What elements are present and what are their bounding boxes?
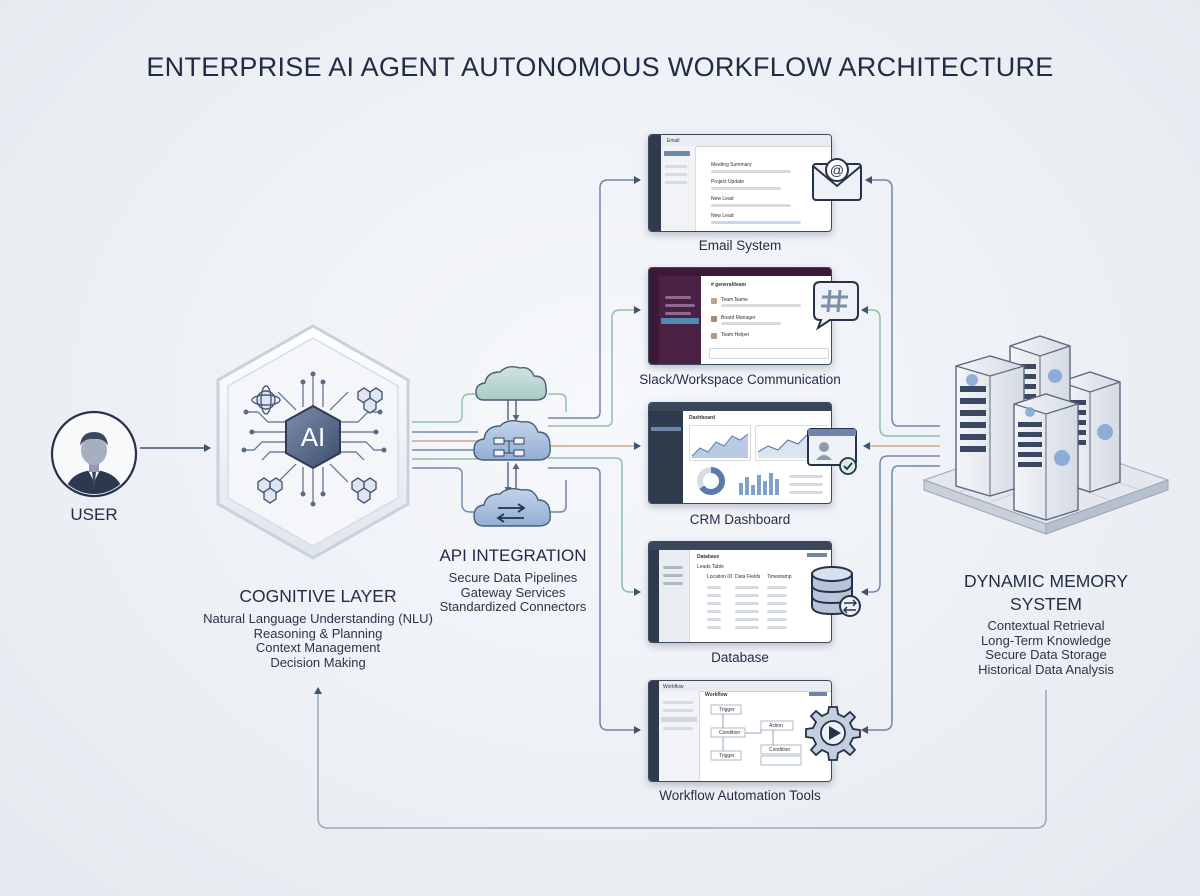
cognitive-link-1	[412, 393, 480, 423]
slack-message: Board Manager	[721, 315, 756, 321]
cognitive-item: Natural Language Understanding (NLU)	[203, 611, 433, 626]
memory-to-database-arrow	[861, 455, 940, 596]
memory-title-line1: DYNAMIC MEMORY	[964, 571, 1128, 591]
cloud-exchange-icon	[473, 487, 551, 527]
workflow-node: Condition	[769, 747, 791, 753]
memory-item: Historical Data Analysis	[978, 661, 1114, 677]
workflow-node: Condition	[719, 730, 741, 736]
workflow-window: Workflow Workflow Trigger Condition Trig…	[648, 680, 832, 782]
workflow-flow-diagram	[710, 704, 802, 766]
email-row: New Lead	[711, 213, 734, 219]
crm-window: Dashboard	[648, 402, 832, 504]
database-window: Database Leads Table Location ID Data Fi…	[648, 541, 832, 643]
memory-list: Contextual Retrieval Long-Term Knowledge…	[930, 618, 1162, 677]
memory-item: Contextual Retrieval	[987, 618, 1105, 633]
database-column: Location ID	[707, 574, 733, 580]
cognitive-item: Context Management	[255, 640, 381, 655]
cognitive-title: COGNITIVE LAYER	[239, 586, 397, 606]
cognitive-item: Reasoning & Planning	[253, 625, 383, 641]
email-row: Project Update	[711, 179, 745, 185]
api-to-database-arrow	[548, 457, 641, 596]
database-label: Database	[711, 650, 769, 665]
memory-item: Secure Data Storage	[985, 647, 1107, 662]
workflow-label: Workflow Automation Tools	[659, 788, 821, 803]
gear-play-icon	[805, 706, 861, 761]
email-row: New Lead	[711, 196, 734, 202]
page-title: ENTERPRISE AI AGENT AUTONOMOUS WORKFLOW …	[146, 52, 1054, 82]
slack-label: Slack/Workspace Communication	[639, 372, 841, 387]
memory-title-line2: SYSTEM	[1010, 594, 1082, 614]
contact-card-icon	[807, 428, 857, 475]
memory-to-workflow-arrow	[861, 465, 940, 734]
crm-label: CRM Dashboard	[689, 512, 791, 527]
memory-item: Long-Term Knowledge	[980, 632, 1112, 648]
ai-chip-text: AI	[301, 422, 326, 452]
user-label: USER	[70, 505, 118, 524]
cognitive-link-6	[412, 467, 480, 513]
api-item: Gateway Services	[460, 584, 566, 600]
database-column: Data Fields	[735, 574, 761, 580]
api-list: Secure Data Pipelines Gateway Services S…	[420, 570, 606, 615]
crm-window-title: Dashboard	[689, 415, 716, 421]
database-cylinder-icon	[811, 566, 861, 617]
memory-to-slack-arrow	[861, 306, 940, 437]
crm-donut-chart	[697, 467, 725, 495]
workflow-window-title: Workflow	[663, 684, 684, 690]
cognitive-brain-icon: AI	[216, 324, 410, 560]
api-item: Secure Data Pipelines	[448, 570, 578, 585]
email-envelope-icon: @	[812, 158, 862, 201]
crm-area-chart	[691, 433, 749, 458]
cloud-upload-icon	[475, 365, 547, 401]
slack-window: # general/team Team Name Board Manager T…	[648, 267, 832, 365]
user-avatar	[50, 410, 138, 498]
database-column: Timestamp	[767, 574, 792, 580]
api-title: API INTEGRATION	[439, 546, 587, 565]
api-to-workflow-arrow	[548, 467, 641, 734]
api-clouds	[473, 365, 551, 527]
server-rack-icon	[922, 335, 1170, 535]
slack-channel: # general/team	[711, 282, 747, 288]
cognitive-item: Decision Making	[270, 654, 366, 670]
memory-to-email-arrow	[865, 176, 940, 427]
server-tower	[955, 355, 1025, 497]
api-to-slack-arrow	[548, 306, 641, 427]
slack-message: Team Name	[721, 297, 748, 303]
user-icon	[50, 410, 138, 498]
workflow-canvas-title: Workflow	[705, 692, 728, 698]
slack-message: Team Helper	[721, 332, 750, 338]
cloud-network-icon	[473, 419, 551, 461]
email-window: Email Meeting Summary Project Update New…	[648, 134, 832, 232]
crm-bar-chart	[739, 473, 779, 495]
workflow-node: Trigger	[719, 707, 735, 713]
email-row: Meeting Summary	[711, 162, 752, 168]
feedback-loop-arrow	[314, 687, 1047, 829]
cognitive-layer-node: AI	[208, 322, 418, 562]
svg-text:@: @	[830, 162, 844, 178]
cognitive-list: Natural Language Understanding (NLU) Rea…	[190, 611, 446, 670]
api-item: Standardized Connectors	[439, 599, 587, 614]
chat-hashtag-icon	[813, 281, 859, 331]
server-tower	[1013, 393, 1079, 521]
workflow-node: Action	[769, 723, 783, 729]
database-table-title: Leads Table	[697, 564, 724, 570]
workflow-node: Trigger	[719, 753, 735, 759]
email-window-title: Email	[667, 138, 680, 144]
database-window-title: Database	[697, 554, 720, 560]
api-to-email-arrow	[548, 176, 641, 419]
email-label: Email System	[698, 238, 782, 253]
